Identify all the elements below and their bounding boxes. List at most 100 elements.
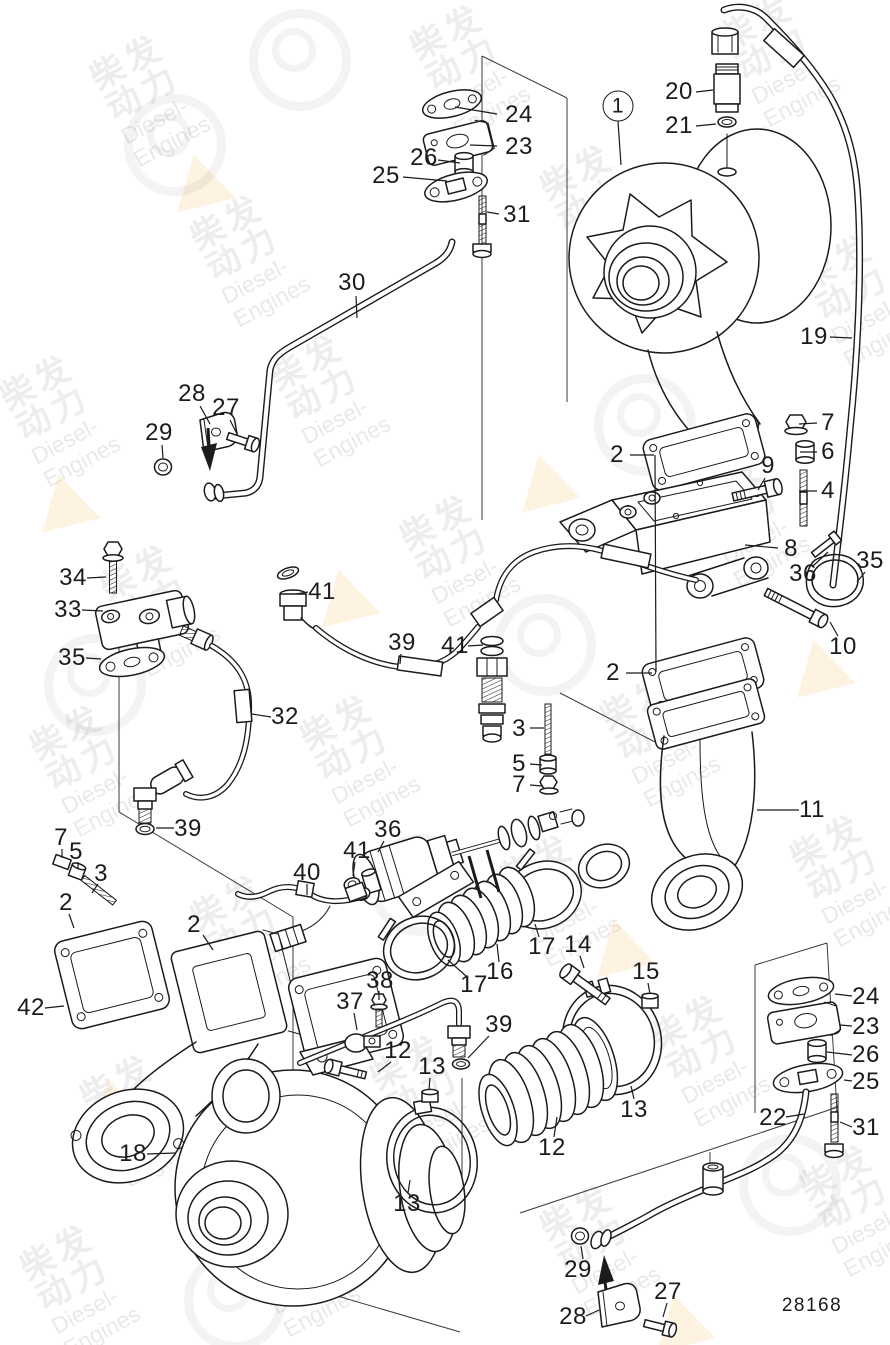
- leader-line: [202, 934, 214, 951]
- callout-41: 41: [308, 578, 336, 605]
- leader-line: [662, 1302, 668, 1318]
- callout-1: 1: [602, 90, 634, 122]
- leader-line: [146, 1152, 177, 1155]
- callout-41: 41: [343, 837, 371, 864]
- callout-30: 30: [338, 269, 366, 296]
- nut-part-7-top: [784, 414, 808, 436]
- leader-line: [585, 1309, 600, 1317]
- callout-17: 17: [528, 933, 556, 960]
- leader-line: [839, 1121, 853, 1128]
- bolt-part-27-bottom: [642, 1318, 678, 1338]
- leader-line: [744, 544, 779, 549]
- callout-6: 6: [821, 438, 835, 465]
- direction-arrow-icon: [201, 427, 217, 471]
- bolt-part-34: [102, 541, 124, 594]
- connector-block-part-33: [94, 589, 196, 659]
- callout-35: 35: [58, 644, 86, 671]
- callout-19: 19: [800, 323, 828, 350]
- callout-36: 36: [374, 816, 402, 843]
- oil-drain-pipe-part-22: [590, 1088, 810, 1250]
- seal-part-39-left: [135, 822, 155, 836]
- callout-32: 32: [271, 703, 299, 730]
- callout-11: 11: [799, 796, 825, 823]
- oil-hose-part-39: [276, 543, 699, 743]
- callout-14: 14: [564, 931, 592, 958]
- bellows-part-12: [478, 1016, 619, 1147]
- leader-line: [785, 1113, 805, 1118]
- seal-part-29-bottom: [570, 1227, 590, 1245]
- drawing-number: 28168: [781, 1295, 843, 1316]
- gasket-part-35-left: [98, 646, 166, 678]
- leader-line: [407, 1179, 411, 1194]
- callout-18: 18: [119, 1140, 147, 1167]
- leader-line: [553, 1116, 558, 1138]
- leader-line: [377, 840, 385, 853]
- leader-line: [812, 551, 829, 567]
- callout-9: 9: [761, 452, 775, 479]
- manifold-part-42: [70, 929, 305, 1184]
- callout-4: 4: [821, 477, 835, 504]
- leader-line: [469, 144, 498, 147]
- leader-line: [834, 993, 853, 997]
- callout-25: 25: [852, 1068, 880, 1095]
- leader-line: [295, 591, 309, 595]
- callout-33: 33: [54, 596, 82, 623]
- callout-29: 29: [145, 419, 173, 446]
- leader-line: [402, 176, 448, 182]
- callout-12: 12: [384, 1037, 412, 1064]
- leader-line: [81, 609, 104, 612]
- bracket-part-8: [559, 471, 771, 599]
- leader-line: [68, 913, 75, 929]
- stud-set-3-5-7-left: [52, 853, 118, 906]
- leader-line: [85, 657, 102, 660]
- callout-25: 25: [372, 162, 400, 189]
- bolt-part-38: [370, 993, 388, 1028]
- callout-13: 13: [620, 1096, 648, 1123]
- seal-ring-part-17-group: [577, 843, 631, 889]
- leader-line: [86, 576, 107, 579]
- callout-7: 7: [54, 824, 68, 851]
- oil-drain-pipe-part-30: [203, 238, 456, 503]
- callout-37: 37: [336, 988, 364, 1015]
- callout-3: 3: [512, 715, 526, 742]
- callout-10: 10: [829, 633, 857, 660]
- v-clamp-part-17-left: [377, 915, 456, 981]
- leader-line: [454, 106, 498, 115]
- callout-16: 16: [486, 958, 514, 985]
- callout-13: 13: [393, 1190, 421, 1217]
- callout-35: 35: [856, 547, 884, 574]
- exhaust-elbow-part-11: [646, 678, 766, 931]
- leader-line: [353, 1012, 358, 1031]
- leader-line: [617, 120, 622, 166]
- stud-set-3-5-7-right: [539, 703, 559, 795]
- callout-2: 2: [59, 889, 73, 916]
- callout-8: 8: [784, 535, 798, 562]
- banjo-fitting-part-20-21: [711, 27, 741, 128]
- seal-part-29-top: [153, 458, 173, 476]
- leader-line: [856, 571, 866, 583]
- bolt-part-10: [763, 587, 829, 629]
- leader-line: [839, 1024, 853, 1027]
- callout-31: 31: [503, 201, 531, 228]
- callout-2: 2: [610, 441, 624, 468]
- callout-36: 36: [789, 560, 817, 587]
- callout-22: 22: [759, 1104, 787, 1131]
- leader-line: [647, 982, 651, 995]
- leader-line: [467, 1035, 490, 1059]
- callout-15: 15: [632, 958, 660, 985]
- callout-39: 39: [174, 815, 202, 842]
- callout-28: 28: [178, 380, 206, 407]
- callout-23: 23: [505, 133, 533, 160]
- leader-line: [229, 419, 239, 437]
- leader-line: [251, 713, 272, 718]
- leader-line: [829, 336, 853, 339]
- leader-line: [161, 444, 164, 459]
- leader-line: [399, 653, 402, 665]
- bolt-part-12-small: [323, 1058, 368, 1080]
- leader-line: [44, 1005, 65, 1009]
- callout-28: 28: [559, 1303, 587, 1330]
- callout-41: 41: [441, 632, 469, 659]
- callout-40: 40: [293, 859, 321, 886]
- leader-line: [757, 477, 766, 491]
